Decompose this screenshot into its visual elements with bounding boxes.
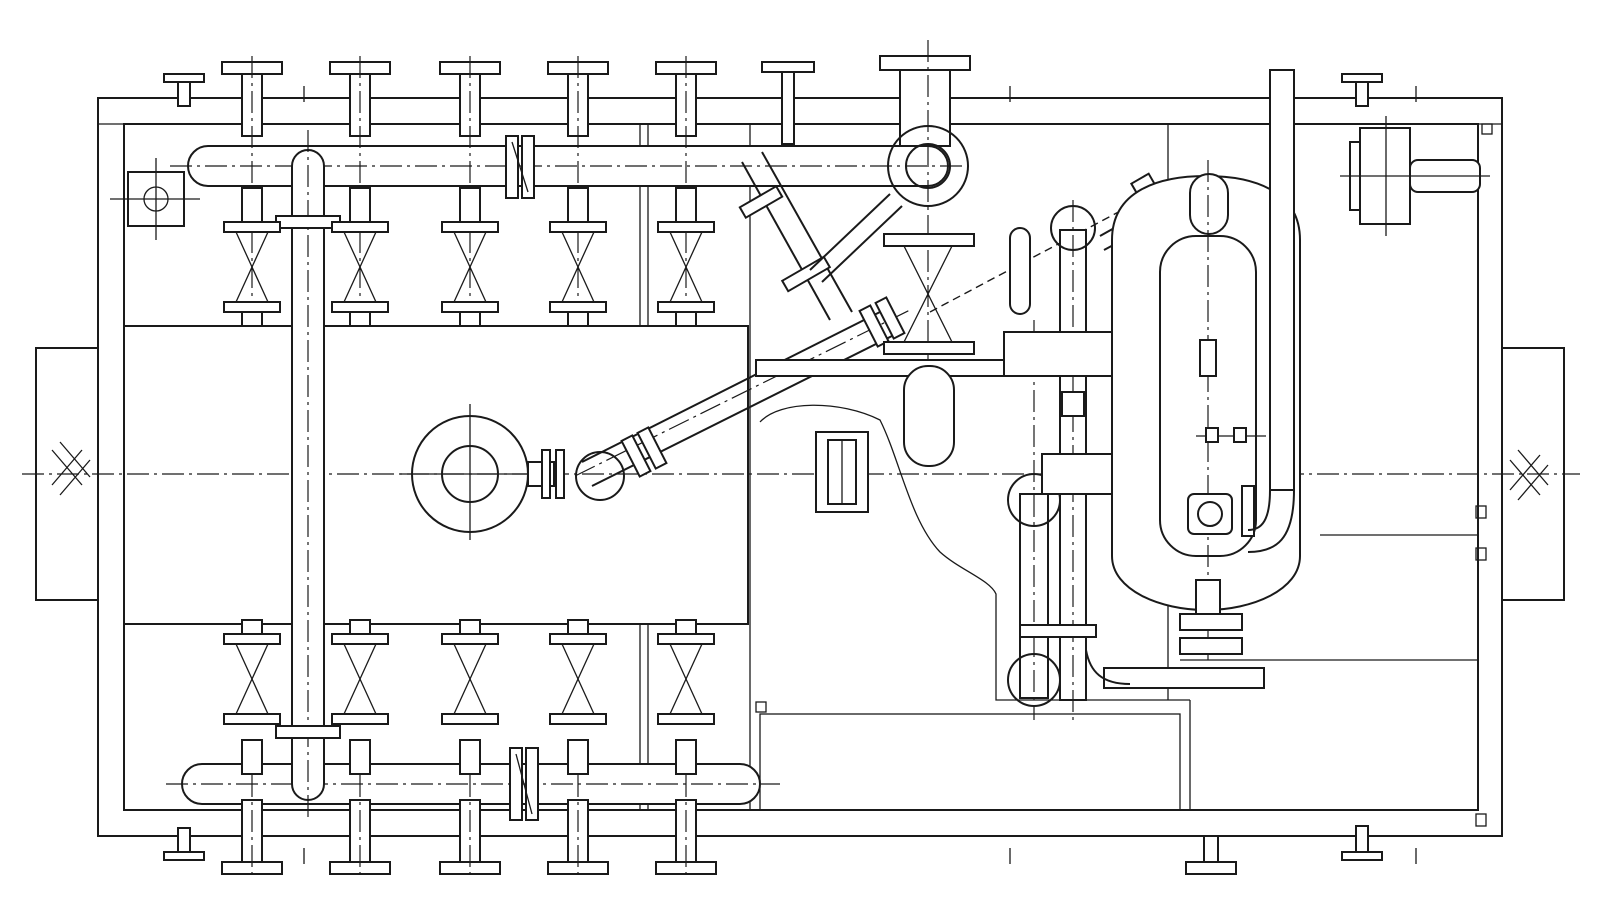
vertical-separator-vessel bbox=[1111, 160, 1301, 660]
gate-valve-assembly bbox=[547, 56, 609, 327]
diagonal-suction-line bbox=[574, 296, 911, 501]
gate-valve-assembly bbox=[329, 619, 391, 880]
gate-valve-assembly bbox=[221, 56, 283, 327]
pump-inlet-flange bbox=[400, 404, 565, 540]
lower-valve-row bbox=[221, 619, 717, 880]
vertical-bypass-pipe bbox=[275, 130, 341, 820]
motor-unit bbox=[1340, 116, 1490, 236]
gate-valve-assembly bbox=[547, 619, 609, 880]
riser-pipe bbox=[1247, 69, 1295, 553]
gate-valve-assembly bbox=[439, 56, 501, 327]
drain-boundary bbox=[759, 404, 1168, 701]
top-nozzles bbox=[163, 61, 1417, 875]
gate-valve-assembly bbox=[329, 56, 391, 327]
gate-valve-assembly bbox=[439, 619, 501, 880]
gate-valve-assembly bbox=[655, 56, 717, 327]
header-end-flange bbox=[110, 158, 200, 240]
gate-valve-assembly bbox=[655, 619, 717, 880]
gate-valve-assembly bbox=[221, 619, 283, 880]
upper-valve-row bbox=[221, 56, 717, 327]
elbow-and-valve-assembly bbox=[738, 151, 1007, 513]
